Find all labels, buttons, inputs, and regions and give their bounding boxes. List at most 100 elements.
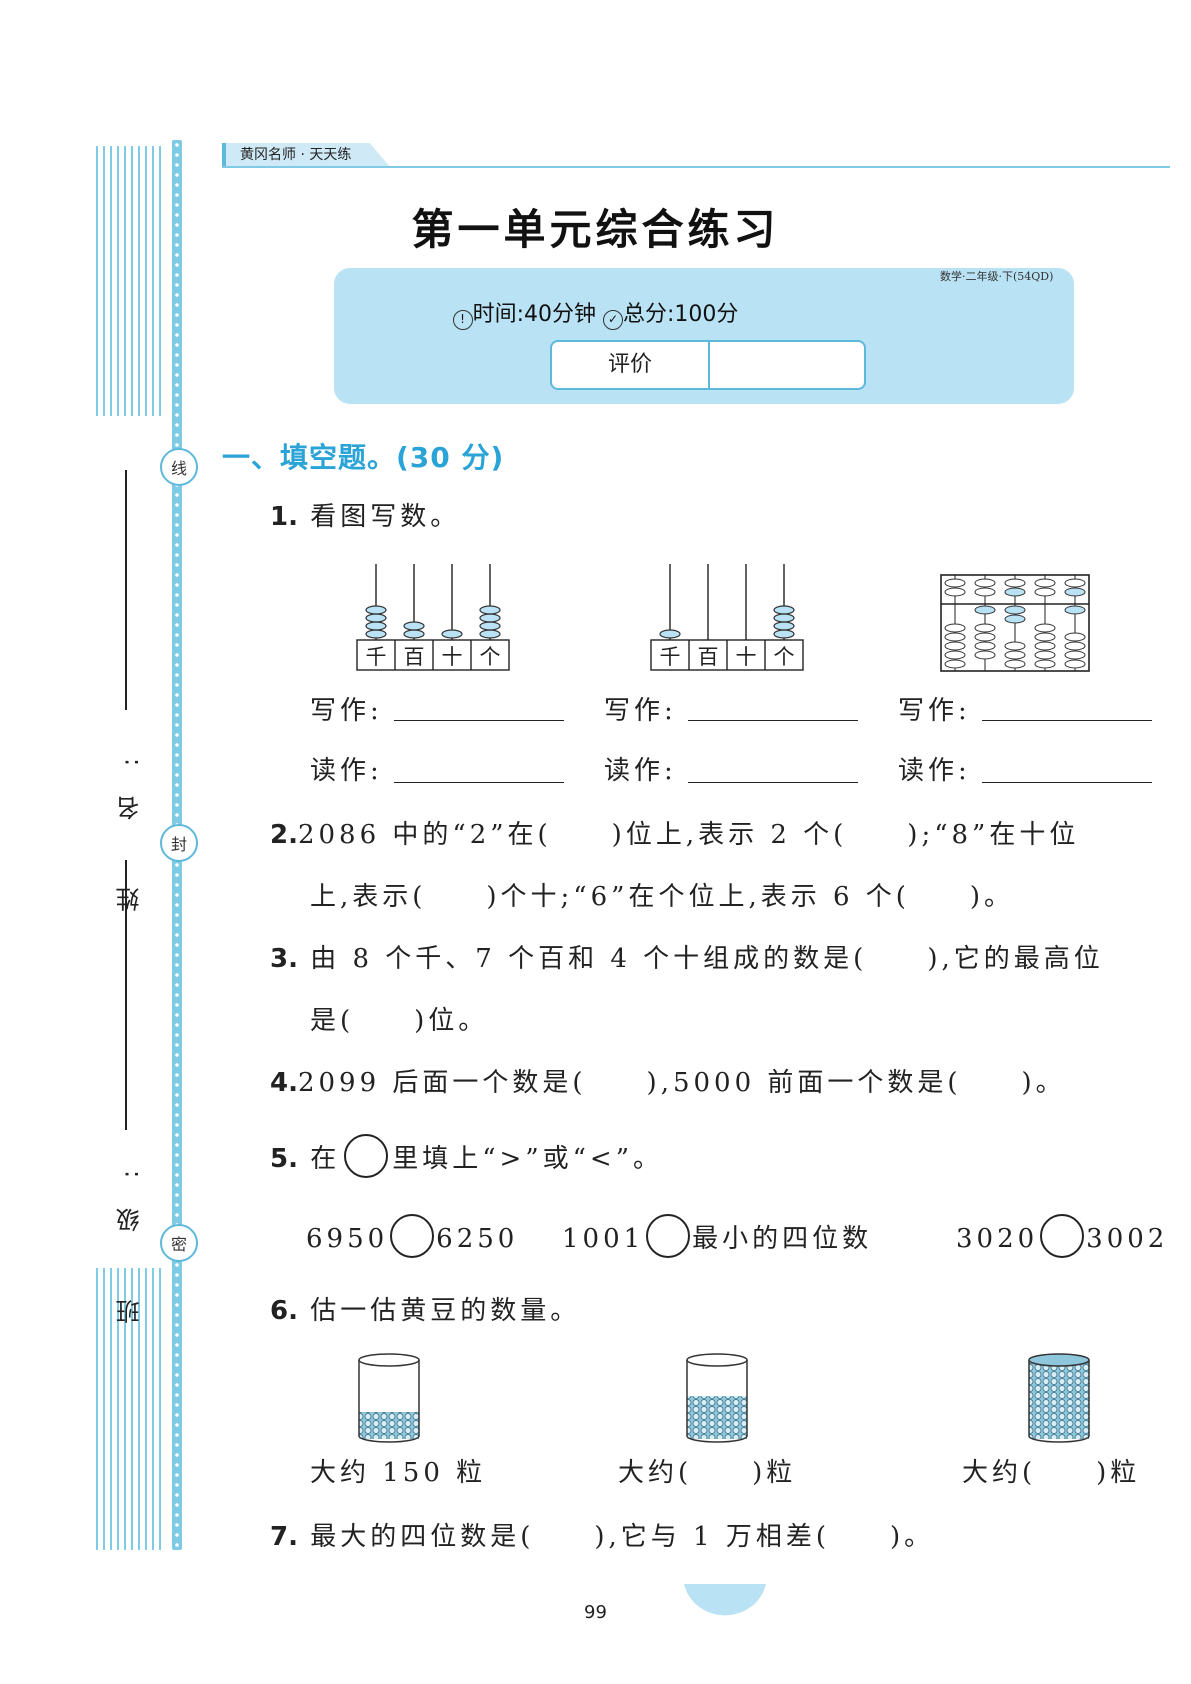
q7-text: 最大的四位数是( ),它与 1 万相差( )。 [310, 1522, 935, 1552]
q5-line: 5. 在 里填上“>”或“<”。 [270, 1134, 663, 1178]
bean-fill [687, 1396, 747, 1439]
series-tag: 黄冈名师 · 天天练 [222, 143, 390, 167]
name-label: 姓 名: [116, 728, 144, 912]
section-heading: 一、填空题。(30 分) [222, 441, 505, 474]
q3-text-1: 由 8 个千、7 个百和 4 个十组成的数是( ),它的最高位 [310, 944, 1104, 974]
compare-left: 3020 [956, 1224, 1039, 1254]
place-label: 百 [404, 645, 425, 669]
write-blank-1[interactable] [394, 720, 564, 721]
q3-num: 3. [270, 944, 298, 974]
write-label-3: 写作: [898, 696, 971, 726]
place-label: 千 [366, 645, 387, 669]
q3-line1: 3. 由 8 个千、7 个百和 4 个十组成的数是( ),它的最高位 [270, 938, 1104, 975]
compare-circle[interactable] [646, 1214, 691, 1258]
compare-right: 3002 [1086, 1224, 1169, 1254]
q2-num: 2. [270, 820, 298, 850]
grade-tag: 数学·二年级·下(54QD) [940, 270, 1054, 283]
jar-label-3: 大约( )粒 [962, 1458, 1141, 1488]
rating-box: 评价 [550, 340, 866, 390]
jar-3 [1028, 1353, 1090, 1443]
seal-feng: 封 [160, 824, 198, 862]
read-blank-2[interactable] [688, 782, 858, 783]
write-label-1: 写作: [310, 696, 383, 726]
bead [773, 605, 795, 615]
bead [479, 605, 501, 615]
binding-stripes-bottom [96, 1268, 166, 1550]
bead [365, 613, 387, 623]
bead [365, 605, 387, 615]
bean-fill [359, 1412, 419, 1439]
bead [773, 621, 795, 631]
q1-text: 1. 看图写数。 [270, 496, 460, 533]
clock-icon: ! [452, 310, 473, 330]
bead [479, 613, 501, 623]
q6-text: 估一估黄豆的数量。 [310, 1296, 581, 1326]
read-blank-1[interactable] [394, 782, 564, 783]
bead [773, 613, 795, 623]
q2-text-1: 2086 中的“2”在( )位上,表示 2 个( );“8”在十位 [297, 820, 1080, 850]
compare-circle[interactable] [390, 1214, 435, 1258]
class-write-line [125, 860, 127, 1130]
bead [365, 621, 387, 631]
time-limit: 时间:40分钟 [472, 302, 596, 327]
compare-right: 最小的四位数 [692, 1224, 873, 1254]
jar-2 [686, 1353, 748, 1443]
compare-left: 1001 [562, 1224, 645, 1254]
compare-circle[interactable] [1040, 1214, 1085, 1258]
check-icon: ✓ [603, 310, 623, 330]
page-number: 99 [584, 1602, 607, 1623]
q2-line1: 2.2086 中的“2”在( )位上,表示 2 个( );“8”在十位 [270, 814, 1079, 851]
q6-line: 6. 估一估黄豆的数量。 [270, 1290, 580, 1327]
header-rule [222, 166, 1170, 168]
q5-num: 5. [270, 1144, 298, 1174]
bead [479, 629, 501, 639]
write-blank-2[interactable] [688, 720, 858, 721]
compare-circle-icon [344, 1134, 389, 1178]
exam-info: !时间:40分钟 ✓总分:100分 [0, 296, 1191, 330]
q7-line: 7. 最大的四位数是( ),它与 1 万相差( )。 [270, 1516, 934, 1553]
write-blank-3[interactable] [982, 720, 1152, 721]
bead [441, 629, 463, 639]
read-label-3: 读作: [898, 756, 971, 786]
page-number-badge [684, 1584, 766, 1616]
abacus-1: 千 百 十 个 [356, 564, 510, 671]
seal-xian: 线 [160, 448, 198, 486]
bead [773, 629, 795, 639]
compare-item-3: 3020 3002 [956, 1214, 1168, 1258]
q4-num: 4. [270, 1068, 298, 1098]
seal-mi: 密 [160, 1224, 198, 1262]
q1-num: 1. [270, 502, 298, 532]
series-tag-accent [222, 143, 226, 167]
abacus-2: 千 百 十 个 [650, 564, 804, 671]
page-title: 第一单元综合练习 [411, 205, 780, 254]
read-label-2: 读作: [604, 756, 677, 786]
bead [479, 621, 501, 631]
jar-label-2: 大约( )粒 [618, 1458, 797, 1488]
bead [403, 621, 425, 631]
place-label: 千 [660, 645, 681, 669]
place-label: 十 [442, 645, 463, 669]
q3-line2: 是( )位。 [310, 1006, 489, 1036]
place-label: 个 [480, 645, 501, 669]
read-label-1: 读作: [310, 756, 383, 786]
rating-field[interactable] [710, 342, 864, 388]
q7-num: 7. [270, 1522, 298, 1552]
jar-1 [358, 1353, 420, 1443]
q1-prompt: 看图写数。 [310, 502, 461, 532]
name-write-line [125, 470, 127, 710]
read-blank-3[interactable] [982, 782, 1152, 783]
suanpan [940, 574, 1090, 672]
bean-fill [1029, 1362, 1089, 1439]
q5-text-b: 里填上“>”或“<”。 [392, 1144, 663, 1174]
bead [365, 629, 387, 639]
bead [659, 629, 681, 639]
q6-num: 6. [270, 1296, 298, 1326]
place-label: 个 [774, 645, 795, 669]
class-label: 班 级: [116, 1140, 144, 1324]
place-label: 十 [736, 645, 757, 669]
compare-item-2: 1001 最小的四位数 [562, 1214, 872, 1258]
q4-text: 2099 后面一个数是( ),5000 前面一个数是( )。 [297, 1068, 1066, 1098]
write-label-2: 写作: [604, 696, 677, 726]
q5-text-a: 在 [310, 1144, 341, 1174]
